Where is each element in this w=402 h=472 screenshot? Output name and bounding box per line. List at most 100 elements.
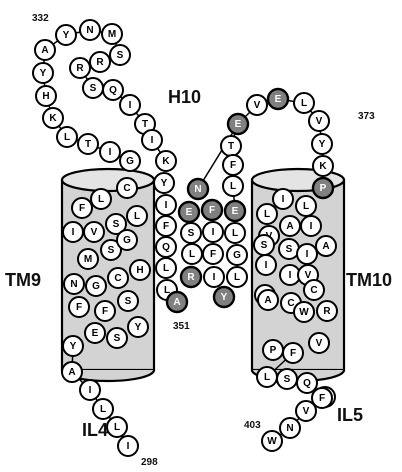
residue-letter: I: [109, 147, 112, 158]
residue-letter: T: [142, 119, 148, 130]
residue-h10s: R: [181, 267, 201, 287]
residue-tm9c: C: [117, 178, 137, 198]
residue-letter: S: [125, 296, 132, 307]
residue-tm10d: A: [280, 216, 300, 236]
residue-tm10f: I: [301, 216, 321, 236]
residue-r332p: T: [78, 134, 98, 154]
residue-il4a: A: [62, 362, 82, 382]
residue-letter: S: [117, 50, 124, 61]
residue-letter: S: [114, 333, 121, 344]
residue-h10c: Y: [154, 173, 174, 193]
residue-letter: R: [187, 272, 195, 283]
residue-h10g: L: [156, 258, 176, 278]
residue-letter: V: [316, 338, 323, 349]
residue-letter: L: [189, 249, 195, 260]
residue-letter: V: [305, 270, 312, 281]
residue-letter: L: [98, 194, 104, 205]
residue-letter: K: [162, 156, 170, 167]
residue-letter: H: [136, 265, 143, 276]
residue-letter: S: [90, 83, 97, 94]
residue-r332h: S: [83, 78, 103, 98]
residue-letter: W: [299, 307, 309, 318]
residue-letter: C: [310, 285, 317, 296]
residue-tm9u: Y: [63, 336, 83, 356]
residue-il5c: Q: [297, 373, 317, 393]
residue-r332n: K: [43, 108, 63, 128]
residue-letter: V: [254, 100, 261, 111]
residue-letter: N: [86, 25, 93, 36]
residue-tm10o: C: [304, 280, 324, 300]
residue-letter: V: [91, 227, 98, 238]
residue-h10e: F: [156, 216, 176, 236]
residue-h10p: L: [182, 244, 202, 264]
residue-letter: S: [113, 219, 120, 230]
residue-h10i: N: [188, 179, 208, 199]
residue-tm9l: G: [86, 276, 106, 296]
residue-tm10j: I: [297, 244, 317, 264]
residue-letter: I: [165, 200, 168, 211]
residue-letter: S: [261, 240, 268, 251]
residue-l373d: L: [294, 93, 314, 113]
residue-letter: I: [72, 227, 75, 238]
residue-r332m: H: [36, 86, 56, 106]
residue-letter: Y: [221, 292, 228, 303]
residue-letter: F: [102, 306, 108, 317]
residue-letter: G: [92, 281, 100, 292]
residue-letter: N: [194, 184, 201, 195]
residue-letter: F: [210, 249, 216, 260]
residue-letter: Q: [109, 85, 117, 96]
residue-tm9q: S: [118, 291, 138, 311]
residue-h10b: K: [156, 151, 176, 171]
residue-letter: G: [233, 250, 241, 261]
residue-letter: I: [213, 272, 216, 283]
tm9-label: TM9: [5, 270, 41, 290]
residue-h10r: G: [227, 245, 247, 265]
residue-tm9e: V: [84, 222, 104, 242]
residue-r332q: I: [100, 142, 120, 162]
residue-tm9t: S: [107, 328, 127, 348]
residue-h10m: S: [181, 223, 201, 243]
residue-letter: L: [64, 132, 70, 143]
residue-letter: H: [42, 91, 49, 102]
residue-r332r: G: [120, 151, 140, 171]
residue-letter: F: [163, 221, 169, 232]
residue-letter: C: [114, 273, 121, 284]
residue-letter: A: [286, 221, 293, 232]
residue-letter: L: [264, 372, 270, 383]
residue-letter: L: [100, 404, 106, 415]
residue-letter: N: [70, 279, 77, 290]
residue-il4d: L: [107, 417, 127, 437]
residue-tm9m: C: [108, 268, 128, 288]
residue-number-403: 403: [244, 420, 261, 431]
il4-label: IL4: [82, 420, 108, 440]
residue-r332a: A: [35, 40, 55, 60]
residue-letter: C: [287, 298, 294, 309]
residue-h10a: I: [142, 130, 162, 150]
residue-tm10a: I: [273, 189, 293, 209]
residue-h10w: Y: [214, 287, 234, 307]
residue-letter: N: [286, 423, 293, 434]
residue-letter: E: [186, 207, 193, 218]
residue-l373k: L: [223, 176, 243, 196]
residue-h10n: I: [203, 222, 223, 242]
residue-tm9n: H: [130, 260, 150, 280]
residue-tm10u: F: [283, 343, 303, 363]
residue-letter: A: [264, 295, 271, 306]
residue-r332g: R: [70, 58, 90, 78]
residue-letter: V: [303, 406, 310, 417]
residue-il5b: S: [277, 369, 297, 389]
residue-letter: R: [96, 57, 104, 68]
residue-letter: Y: [63, 30, 70, 41]
residue-letter: E: [92, 328, 99, 339]
residue-letter: F: [209, 205, 215, 216]
residue-r332j: I: [120, 95, 140, 115]
residue-letter: L: [234, 272, 240, 283]
residue-l373h: P: [313, 178, 333, 198]
residue-tm9k: N: [64, 274, 84, 294]
residue-il5h: W: [262, 431, 282, 451]
residue-letter: M: [108, 29, 116, 40]
residue-h10u: L: [227, 267, 247, 287]
residue-r332i: Q: [103, 80, 123, 100]
residue-letter: E: [275, 94, 282, 105]
